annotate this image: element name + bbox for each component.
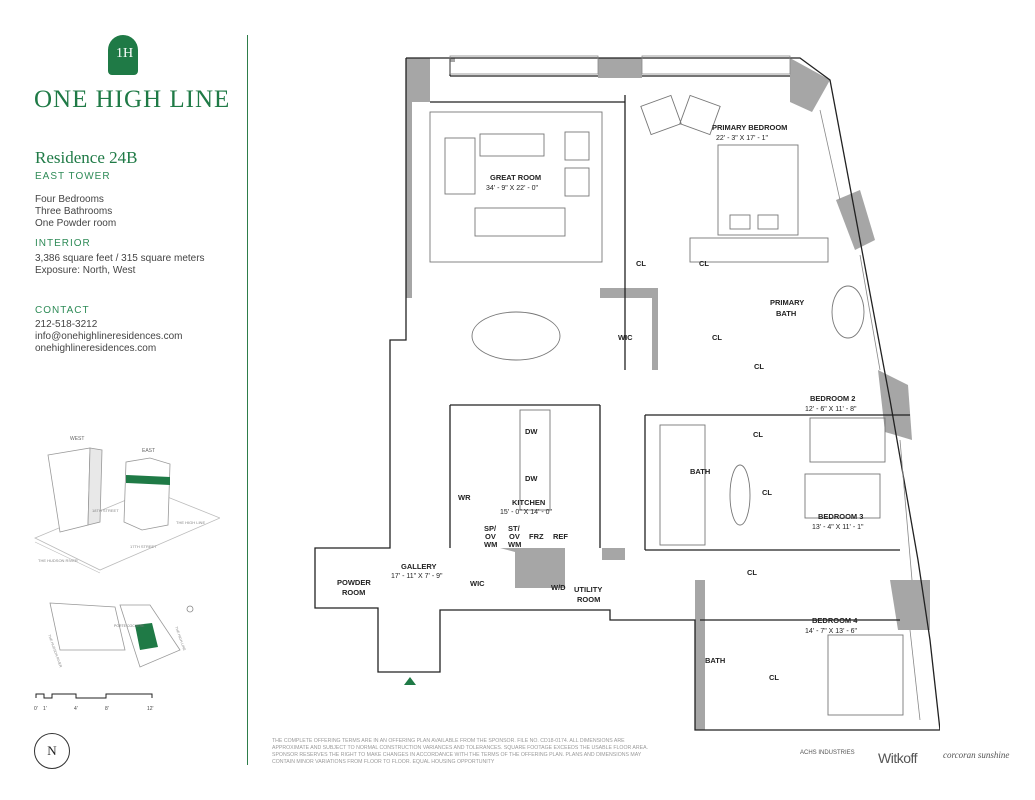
interior-heading: INTERIOR xyxy=(35,238,91,249)
exterior-walls xyxy=(406,58,930,730)
map-bridge: THE HUDSON RIVER xyxy=(38,558,78,563)
great-room-label: GREAT ROOM xyxy=(490,173,541,182)
primary-bedroom-dims: 22' - 3" X 17' - 1" xyxy=(716,135,769,142)
residence-title: Residence 24B xyxy=(35,148,138,167)
great-room-furniture xyxy=(429,94,904,716)
site-label-b: THE HIGH LINE xyxy=(174,626,187,652)
wall-outline xyxy=(314,57,940,731)
powder-room-label: POWDER xyxy=(337,578,371,587)
dishwasher-label-2: DW xyxy=(525,474,538,483)
closet-label-2: CL xyxy=(699,259,709,268)
wine-room-label: WR xyxy=(458,493,471,502)
bath-label-1: BATH xyxy=(690,467,710,476)
kitchen-label: KITCHEN xyxy=(512,498,545,507)
scale-tick-8: 8' xyxy=(105,706,109,712)
info-sidebar: 1H ONE HIGH LINE Residence 24B EAST TOWE… xyxy=(0,0,248,800)
entrance-marker-icon xyxy=(404,677,416,685)
appliance-ov-label: OV xyxy=(485,532,496,541)
room-count-bathrooms: Three Bathrooms xyxy=(35,206,113,217)
tower-location-map: WEST EAST 18TH STREET 17TH STREET THE HI… xyxy=(34,436,220,574)
bedroom4-label: BEDROOM 4 xyxy=(812,616,858,625)
wic-label-1: WIC xyxy=(618,333,633,342)
dishwasher-label-1: DW xyxy=(525,427,538,436)
partner-logo-corcoran: corcoran sunshine xyxy=(943,750,1010,760)
closet-label-8: CL xyxy=(769,673,779,682)
sidebar-divider xyxy=(247,35,248,765)
tower-label: EAST TOWER xyxy=(35,171,111,182)
scale-tick-0: 0' xyxy=(34,706,38,712)
kitchen-dims: 15' - 0" X 14' - 0" xyxy=(500,509,553,516)
map-east-label: EAST xyxy=(142,448,155,454)
interior-area: 3,386 square feet / 315 square meters xyxy=(35,253,205,264)
room-count-bedrooms: Four Bedrooms xyxy=(35,194,104,205)
closet-label-6: CL xyxy=(762,488,772,497)
closet-label-3: CL xyxy=(712,333,722,342)
bedroom2-label: BEDROOM 2 xyxy=(810,394,855,403)
washer-dryer-label: W/D xyxy=(551,583,566,592)
map-high-line: THE HIGH LINE xyxy=(176,520,205,525)
exposure: Exposure: North, West xyxy=(35,265,136,276)
bath-label-2: BATH xyxy=(705,656,725,665)
appliance-wm-label-2: WM xyxy=(508,540,521,549)
scale-tick-12: 12' xyxy=(147,706,154,712)
utility-room-label-2: ROOM xyxy=(577,595,600,604)
refrigerator-label: REF xyxy=(553,532,568,541)
legal-disclaimer: THE COMPLETE OFFERING TERMS ARE IN AN OF… xyxy=(272,738,648,765)
primary-bedroom-label: PRIMARY BEDROOM xyxy=(712,123,787,132)
bedroom2-dims: 12' - 6" X 11' - 8" xyxy=(805,406,857,413)
site-label-a: THE HUDSON RIVER xyxy=(47,634,63,669)
bedroom3-dims: 13' - 4" X 11' - 1" xyxy=(812,524,864,531)
contact-heading: CONTACT xyxy=(35,305,90,316)
appliance-wm-label: WM xyxy=(484,540,497,549)
north-compass-icon: N xyxy=(34,733,70,769)
room-count-powder: One Powder room xyxy=(35,218,117,229)
map-street-b: 17TH STREET xyxy=(130,544,157,549)
great-room-dims: 34' - 9" X 22' - 0" xyxy=(486,185,539,192)
site-label-c: PORTE COCHERE xyxy=(114,624,145,628)
wic-label-2: WIC xyxy=(470,579,485,588)
map-west-label: WEST xyxy=(70,436,84,442)
closet-label-4: CL xyxy=(754,362,764,371)
appliance-sp-label: SP/ xyxy=(484,524,497,533)
map-street-a: 18TH STREET xyxy=(92,508,119,513)
windows xyxy=(449,55,921,721)
partner-logo-witkoff: Witkoff xyxy=(878,750,918,766)
closet-label-7: CL xyxy=(747,568,757,577)
site-plan-map: THE HUDSON RIVER THE HIGH LINE PORTE COC… xyxy=(47,602,194,669)
closet-label-1: CL xyxy=(636,259,646,268)
contact-phone[interactable]: 212-518-3212 xyxy=(35,319,98,330)
freezer-label: FRZ xyxy=(529,532,544,541)
primary-bath-label: PRIMARY xyxy=(770,298,804,307)
powder-room-label-2: ROOM xyxy=(342,588,365,597)
bedroom3-label: BEDROOM 3 xyxy=(818,512,863,521)
appliance-ov-label-2: OV xyxy=(509,532,520,541)
scale-tick-4: 4' xyxy=(74,706,78,712)
utility-room-label: UTILITY xyxy=(574,585,602,594)
bedroom4-dims: 14' - 7" X 13' - 6" xyxy=(805,628,858,635)
primary-bath-label-2: BATH xyxy=(776,309,796,318)
appliance-st-label: ST/ xyxy=(508,524,521,533)
scale-bar: 0' 1' 4' 8' 12' xyxy=(34,693,154,712)
contact-website[interactable]: onehighlineresidences.com xyxy=(35,343,157,354)
contact-email[interactable]: info@onehighlineresidences.com xyxy=(35,331,183,342)
gallery-dims: 17' - 11" X 7' - 9" xyxy=(391,573,443,580)
floor-plan: GREAT ROOM 34' - 9" X 22' - 0" PRIMARY B… xyxy=(314,55,940,731)
closet-label-5: CL xyxy=(753,430,763,439)
gallery-label: GALLERY xyxy=(401,562,437,571)
scale-tick-1: 1' xyxy=(43,706,47,712)
partner-logo-achs: ACHS INDUSTRIES xyxy=(800,750,855,756)
brand-name: ONE HIGH LINE xyxy=(34,86,231,113)
brand-logo-icon: 1H xyxy=(108,35,138,75)
